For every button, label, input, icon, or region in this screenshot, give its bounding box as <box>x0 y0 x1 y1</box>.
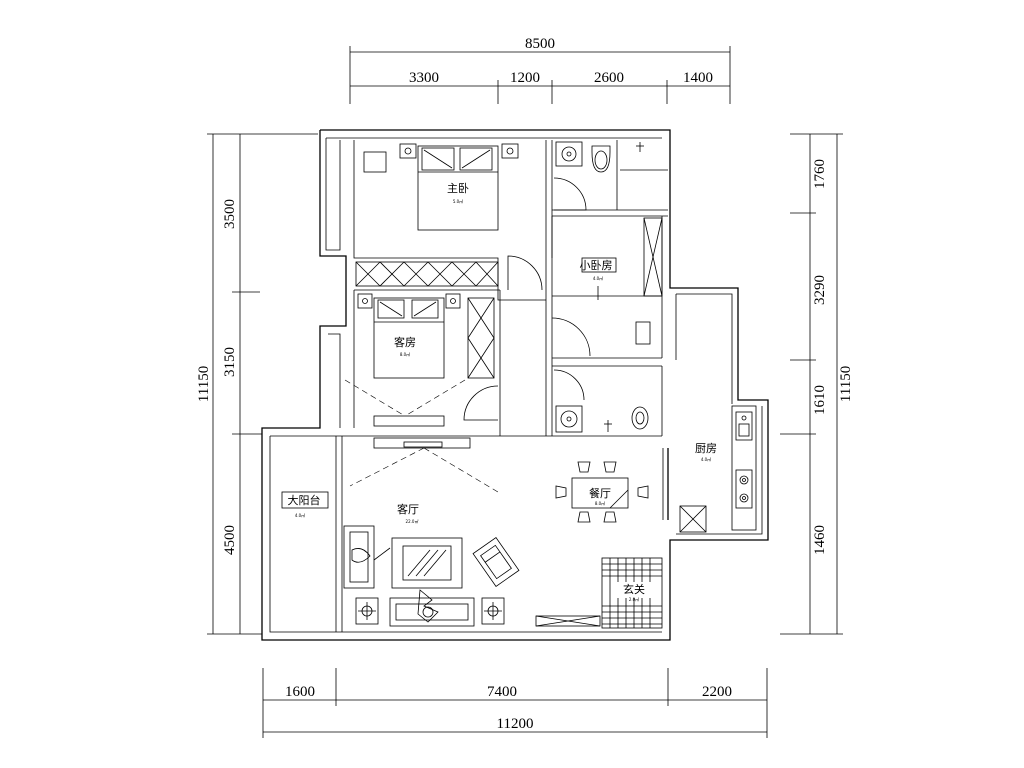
bottom-total-dim: 11200 <box>497 716 534 732</box>
bathroom-2 <box>553 369 649 433</box>
master-bedroom-label: 主卧 <box>447 182 469 195</box>
top-dim-4: 1400 <box>683 70 713 86</box>
pillow-left <box>421 147 455 171</box>
desk <box>363 151 387 173</box>
bottom-dim-1: 1600 <box>285 684 315 700</box>
left-dim-3: 4500 <box>222 525 238 555</box>
dining-room: 餐厅 8.0㎡ <box>555 461 649 523</box>
balcony: 大阳台 4.0㎡ <box>281 491 329 518</box>
dining-table <box>571 477 629 509</box>
bathroom-door <box>553 177 587 211</box>
washbasin <box>555 141 583 167</box>
small-bedroom: 小卧房 4.0㎡ <box>551 217 663 357</box>
left-dimensions: 3500 3150 4500 11150 <box>196 133 318 635</box>
guest-wardrobe <box>467 297 495 379</box>
master-bedroom-door <box>507 255 543 291</box>
stove <box>735 469 753 509</box>
coffee-table <box>391 537 463 589</box>
guest-room: 客房 8.0㎡ <box>344 293 499 427</box>
double-bed <box>417 145 499 231</box>
tv-cabinet <box>373 437 471 449</box>
left-dim-1: 3500 <box>222 199 238 229</box>
entrance: 玄关 2.0㎡ <box>601 557 663 629</box>
master-bedroom: 主卧 5.0㎡ <box>355 143 543 291</box>
balcony-label: 大阳台 <box>288 493 321 507</box>
top-dim-2: 1200 <box>510 70 540 86</box>
bathroom-2-door <box>553 369 585 401</box>
right-dim-1: 1760 <box>812 159 828 189</box>
top-dim-3: 2600 <box>594 70 624 86</box>
top-dimensions: 8500 3300 1200 2600 1400 <box>349 36 731 104</box>
bottom-dim-3: 2200 <box>702 684 732 700</box>
guest-tv-cabinet <box>373 415 445 427</box>
living-room-area: 22.0㎡ <box>406 518 419 524</box>
side-table-right <box>481 597 505 625</box>
kitchen-label: 厨房 <box>695 442 717 455</box>
tv <box>403 441 443 448</box>
interior-walls <box>335 140 668 632</box>
dining-room-area: 8.0㎡ <box>595 500 605 506</box>
small-bedroom-label: 小卧房 <box>580 259 613 272</box>
entrance-label: 玄关 <box>623 582 645 596</box>
fridge <box>679 505 707 533</box>
small-wardrobe <box>643 217 663 297</box>
kitchen: 厨房 4.0㎡ <box>679 405 757 533</box>
right-dim-2: 3290 <box>812 275 828 305</box>
pillow-right <box>459 147 493 171</box>
small-bedroom-door <box>551 317 591 357</box>
toilet-2 <box>631 406 649 430</box>
left-dim-2: 3150 <box>222 347 238 377</box>
sofa <box>343 525 375 589</box>
toilet <box>591 145 611 173</box>
guest-room-area: 8.0㎡ <box>400 351 410 357</box>
top-dim-1: 3300 <box>409 70 439 86</box>
right-dim-3: 1610 <box>812 385 828 415</box>
right-total-dim: 11150 <box>838 366 854 402</box>
left-total-dim: 11150 <box>196 366 212 402</box>
bottom-sofa <box>389 597 475 627</box>
dining-room-label: 餐厅 <box>589 486 611 500</box>
living-room-label: 客厅 <box>397 502 419 516</box>
small-bedroom-area: 4.0㎡ <box>593 275 603 281</box>
living-room: 客厅 22.0㎡ <box>343 437 601 627</box>
kitchen-counter <box>731 405 757 531</box>
outer-walls <box>261 129 769 641</box>
bathroom-top <box>553 141 668 211</box>
armchair <box>472 537 520 587</box>
nightstand-right <box>501 143 519 159</box>
guest-bed <box>373 297 445 379</box>
bottom-dimensions: 1600 7400 2200 11200 <box>262 668 768 738</box>
right-dim-4: 1460 <box>812 525 828 555</box>
guest-room-label: 客房 <box>394 335 416 349</box>
balcony-area: 4.0㎡ <box>295 512 305 518</box>
master-bedroom-area: 5.0㎡ <box>453 198 463 204</box>
right-dimensions: 1760 3290 1610 1460 11150 <box>780 133 854 635</box>
top-total-dim: 8500 <box>525 36 555 52</box>
entrance-area: 2.0㎡ <box>629 596 639 602</box>
kitchen-area: 4.0㎡ <box>701 456 711 462</box>
guest-room-door <box>463 385 499 421</box>
kitchen-sink <box>735 411 753 441</box>
bottom-dim-2: 7400 <box>487 684 517 700</box>
side-table-left <box>355 597 379 625</box>
nightstand-left <box>399 143 417 159</box>
washbasin-2 <box>555 405 583 433</box>
wardrobe <box>355 261 499 287</box>
entrance-mat <box>601 557 663 629</box>
